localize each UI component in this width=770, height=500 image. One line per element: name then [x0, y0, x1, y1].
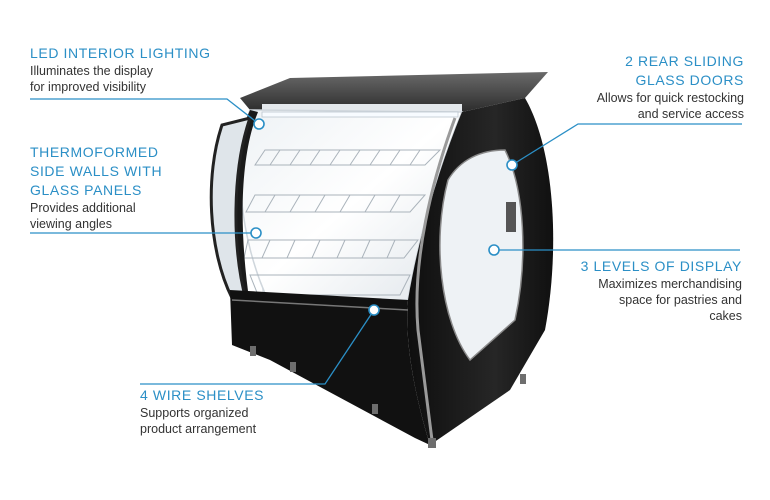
callout-title: LED INTERIOR LIGHTING: [30, 45, 211, 61]
case-feet: [250, 346, 526, 448]
dot-doors: [506, 159, 518, 171]
callout-description: Supports organized product arrangement: [140, 406, 257, 436]
led-strip: [261, 111, 459, 118]
leader-lines: [30, 98, 742, 385]
callout-display-levels: 3 LEVELS OF DISPLAY Maximizes merchandis…: [581, 257, 742, 324]
dot-led: [253, 118, 265, 130]
callout-title: 3 LEVELS OF DISPLAY: [580, 258, 742, 274]
dot-levels: [488, 244, 500, 256]
callout-title: 4 WIRE SHELVES: [140, 387, 265, 403]
callout-title: 2 REAR SLIDING GLASS DOORS: [625, 53, 744, 88]
leader-led: [30, 98, 260, 125]
wire-shelves: [243, 149, 442, 296]
callout-description: Maximizes merchandising space for pastri…: [598, 277, 742, 323]
dot-thermo: [250, 227, 262, 239]
callout-description: Allows for quick restocking and service …: [596, 91, 744, 121]
dot-shelves: [368, 304, 380, 316]
callout-led-lighting: LED INTERIOR LIGHTING Illuminates the di…: [30, 44, 211, 95]
leader-doors: [511, 123, 742, 166]
leader-shelves: [140, 309, 375, 385]
side-trim: [415, 117, 457, 441]
callout-description: Illuminates the display for improved vis…: [30, 64, 153, 94]
door-handle: [506, 202, 516, 232]
leader-dots: [250, 118, 518, 316]
callout-sliding-doors: 2 REAR SLIDING GLASS DOORS Allows for qu…: [597, 52, 744, 122]
callout-thermoformed-walls: THERMOFORMED SIDE WALLS WITH GLASS PANEL…: [30, 143, 162, 232]
case-top: [240, 72, 548, 112]
callout-title: THERMOFORMED SIDE WALLS WITH GLASS PANEL…: [30, 144, 163, 198]
right-side-window: [439, 149, 524, 362]
callout-description: Provides additional viewing angles: [30, 201, 136, 231]
case-base: [230, 290, 430, 445]
callout-wire-shelves: 4 WIRE SHELVES Supports organized produc…: [140, 386, 264, 437]
